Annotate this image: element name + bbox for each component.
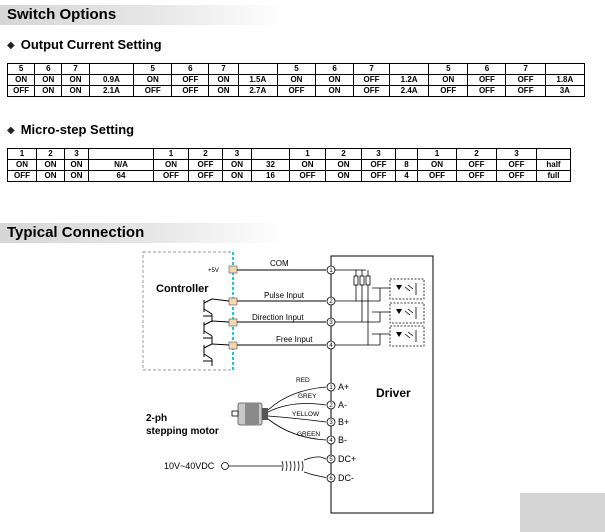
table-cell: ON (222, 170, 252, 182)
output-current-heading: ◆ Output Current Setting (7, 37, 162, 55)
typical-connection-heading: Typical Connection (0, 223, 285, 243)
pin-b-plus: B+ (338, 417, 349, 427)
table-cell: 3A (544, 85, 586, 97)
pin-b-minus: B- (338, 435, 347, 445)
switch-options-heading: Switch Options (0, 5, 285, 25)
terminal-dc-minus-num: 6 (329, 476, 333, 482)
terminal-2: 2 (329, 299, 333, 305)
direction-input-label: Direction Input (252, 313, 304, 322)
optocoupler-icon (389, 302, 425, 324)
table-cell: 2.7A (237, 85, 278, 97)
controller-box (142, 251, 234, 371)
motor-label-line1: 2-ph (146, 413, 167, 424)
pin-dc-minus: DC- (338, 473, 354, 483)
free-input-label: Free Input (276, 335, 313, 344)
table-cell: OFF (456, 170, 497, 182)
diamond-bullet-icon: ◆ (7, 40, 15, 51)
table-cell: OFF (171, 85, 210, 97)
supply-voltage-label: 10V~40VDC (164, 461, 215, 471)
pulse-input-label: Pulse Input (264, 291, 305, 300)
wire-red-label: RED (296, 377, 310, 384)
table-cell: half (536, 159, 571, 171)
terminal-a-plus-num: 1 (329, 385, 333, 391)
terminal-a-minus-num: 2 (329, 403, 333, 409)
transistor-icon (203, 343, 230, 366)
driver-label: Driver (376, 386, 411, 400)
table-cell: OFF (353, 85, 391, 97)
optocoupler-icon (389, 278, 425, 300)
table-cell: OFF (7, 170, 37, 182)
transistor-icon (203, 320, 230, 344)
terminal-4: 4 (329, 343, 333, 349)
wire-green-label: GREEN (297, 431, 320, 438)
terminal-dc-plus-num: 5 (329, 457, 333, 463)
motor-label-line2: stepping motor (146, 426, 219, 437)
stepping-motor-icon (231, 402, 268, 426)
pin-a-plus: A+ (338, 382, 349, 392)
table-cell: OFF (6, 85, 36, 97)
micro-step-heading: ◆ Micro-step Setting (7, 122, 134, 140)
corner-gray-block (520, 493, 605, 532)
table-cell: 64 (88, 170, 154, 182)
pin-dc-plus: DC+ (338, 454, 356, 464)
terminal-b-minus-num: 4 (329, 438, 333, 444)
terminal-b-plus-num: 3 (329, 420, 333, 426)
table-cell: ON (61, 85, 90, 97)
table-cell: ON (314, 85, 355, 97)
table-cell: OFF (505, 85, 546, 97)
plus5v-label: +5V (208, 268, 219, 274)
table-cell: OFF (133, 85, 173, 97)
wire-yellow-label: YELLOW (292, 411, 320, 418)
table-cell: ON (208, 85, 239, 97)
controller-label: Controller (156, 283, 209, 295)
table-cell: 16 (251, 170, 290, 182)
optocoupler-icon (389, 325, 425, 347)
terminal-1: 1 (329, 268, 333, 274)
pin-a-minus: A- (338, 400, 347, 410)
wire-grey-label: GREY (298, 393, 317, 400)
table-cell: ON (36, 170, 65, 182)
micro-step-heading-text: Micro-step Setting (20, 122, 135, 137)
power-cable-icon (229, 456, 327, 479)
diamond-bullet-icon: ◆ (7, 125, 15, 136)
table-cell: full (536, 170, 571, 182)
terminal-3: 3 (329, 320, 333, 326)
output-current-heading-text: Output Current Setting (20, 37, 162, 52)
com-label: COM (270, 259, 289, 268)
transistor-icon (203, 298, 230, 322)
supply-terminal-icon (221, 462, 229, 470)
table-cell: OFF (428, 85, 469, 97)
